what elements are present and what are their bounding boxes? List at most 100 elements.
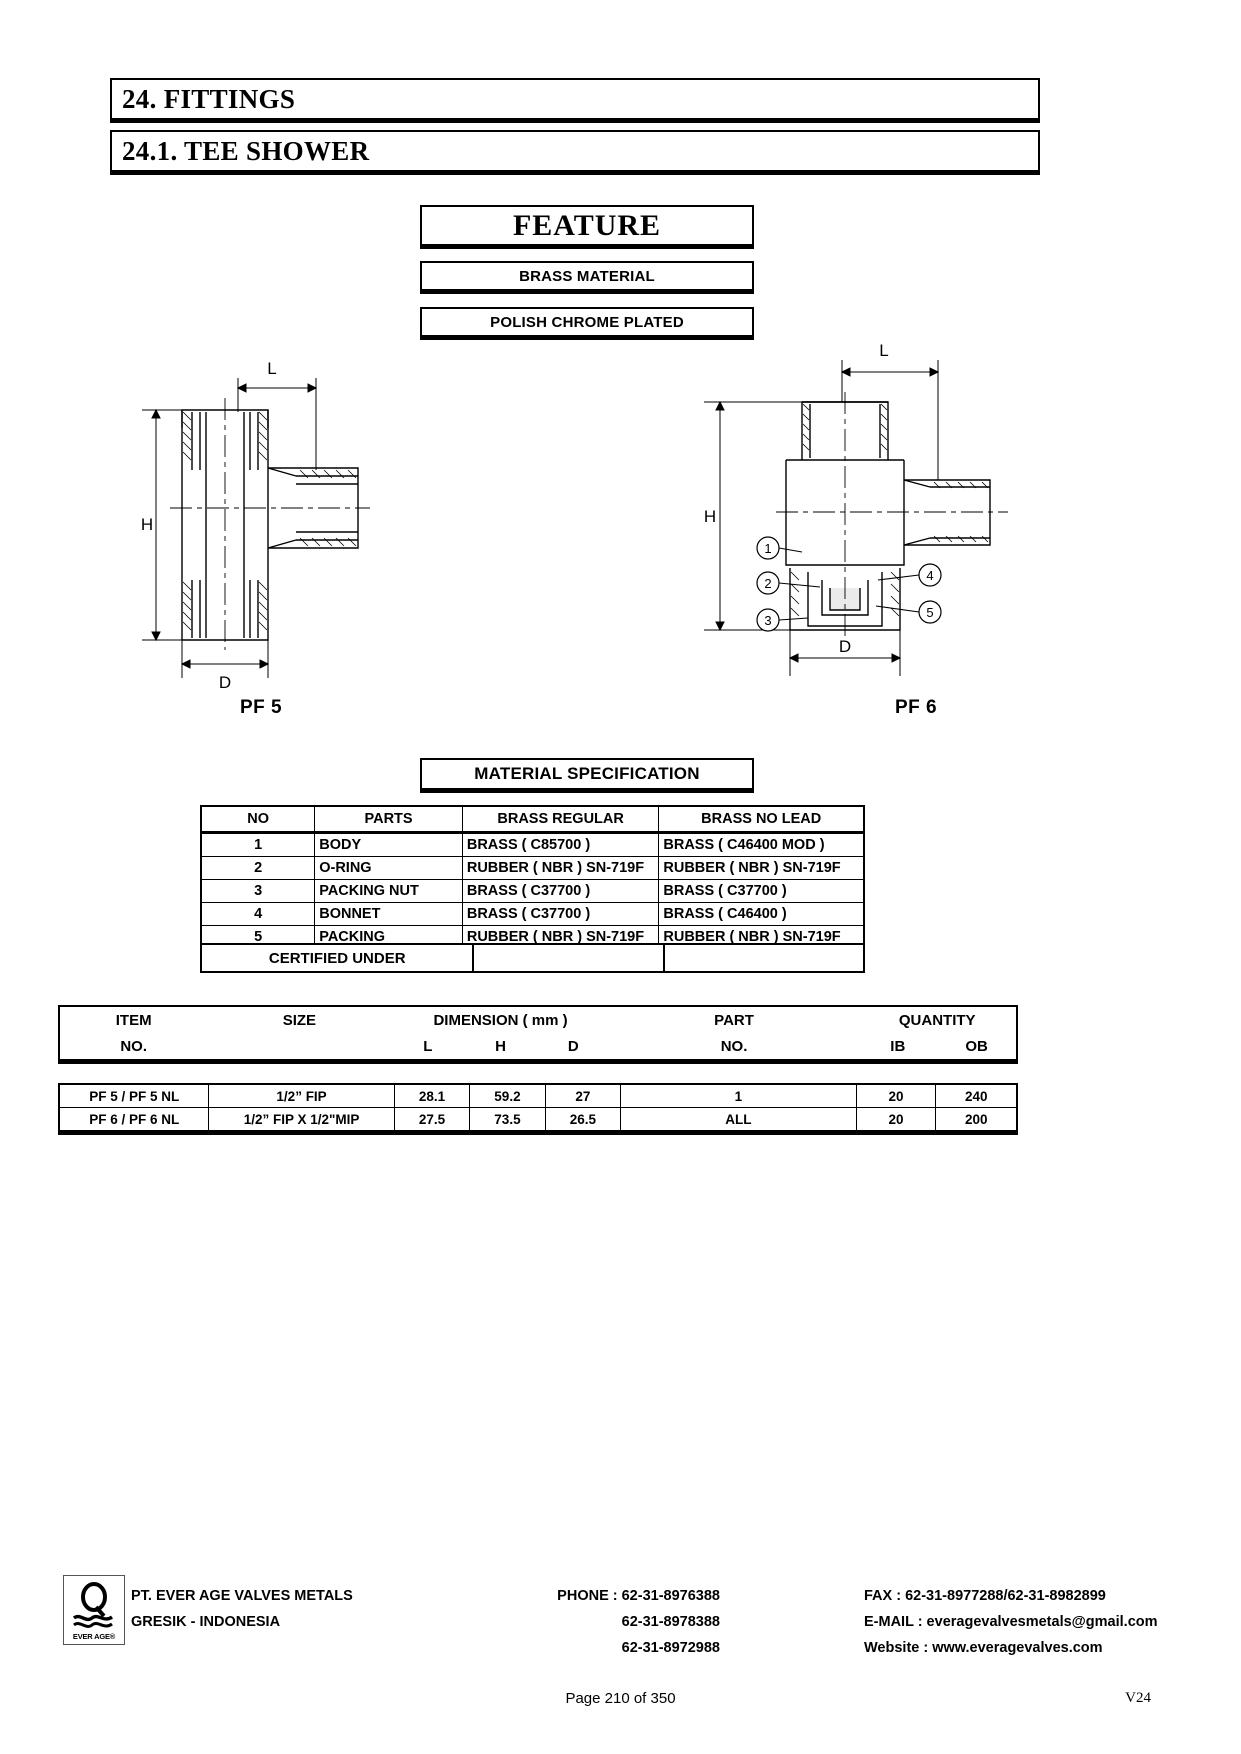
certified-under-nolead-value [662,943,866,973]
pf5-part-label: PF 5 [240,697,283,718]
cell-dim-d: 26.5 [544,1107,622,1131]
cell-dim-h: 73.5 [469,1107,546,1131]
pf6-dim-d-label: D [839,637,851,656]
material-specification-title-text: MATERIAL SPECIFICATION [474,764,700,783]
cell-no: 3 [200,879,316,903]
pf6-dim-l-label: L [879,341,888,360]
dimension-header-row-top: ITEM SIZE DIMENSION ( mm ) PART QUANTITY [59,1006,1017,1033]
col-header-no: NO [200,805,316,834]
page-number: Page 210 of 350 [565,1690,676,1707]
cell-brass-regular: BRASS ( C37700 ) [461,879,660,903]
cell-qty-ob: 200 [935,1107,1017,1131]
table-row: 2 O-RING RUBBER ( NBR ) SN-719F RUBBER (… [200,856,865,880]
company-logo: EVER AGE® [63,1575,125,1645]
dimension-table-header: ITEM SIZE DIMENSION ( mm ) PART QUANTITY… [58,1005,1018,1061]
feature-item-label: POLISH CHROME PLATED [490,313,684,331]
cell-brass-no-lead: BRASS ( C37700 ) [658,879,865,903]
cell-item-no: PF 6 / PF 6 NL [59,1107,210,1131]
cell-item-no: PF 5 / PF 5 NL [59,1084,210,1108]
table-row: PF 6 / PF 6 NL 1/2” FIP X 1/2"MIP 27.5 7… [59,1107,1017,1131]
dimension-table-wrapper: ITEM SIZE DIMENSION ( mm ) PART QUANTITY… [58,1005,1018,1132]
ever-age-logo-icon [72,1582,114,1628]
table-row: PF 5 / PF 5 NL 1/2” FIP 28.1 59.2 27 1 2… [59,1084,1017,1108]
certified-under-regular-value [472,943,665,973]
cell-part: BONNET [314,902,463,926]
col-header-brass-regular: BRASS REGULAR [461,805,660,834]
cell-dim-l: 28.1 [393,1084,471,1108]
cell-qty-ib: 20 [855,1084,937,1108]
cell-part: O-RING [314,856,463,880]
cell-brass-regular: BRASS ( C37700 ) [461,902,660,926]
material-table-header: NO PARTS BRASS REGULAR BRASS NO LEAD [200,805,865,834]
cell-no: 4 [200,902,316,926]
col-subheader-part-no: NO. [720,1037,748,1055]
technical-drawing-pf6: L H D [690,340,1020,690]
table-header-row: NO PARTS BRASS REGULAR BRASS NO LEAD [200,805,865,834]
col-subheader-ob: OB [965,1037,988,1055]
footer-website: Website : www.everagevalves.com [864,1640,1103,1656]
footer-company-name: PT. EVER AGE VALVES METALS [131,1588,353,1604]
certified-under-table: CERTIFIED UNDER [199,943,866,973]
cell-size: 1/2” FIP X 1/2"MIP [208,1107,395,1131]
cell-brass-regular: BRASS ( C85700 ) [461,832,660,857]
material-table-body: 1 BODY BRASS ( C85700 ) BRASS ( C46400 M… [200,832,865,951]
cell-brass-regular: RUBBER ( NBR ) SN-719F [461,856,660,880]
footer-company-location: GRESIK - INDONESIA [131,1614,281,1630]
col-subheader-item-no: NO. [120,1037,147,1055]
footer-phone-2: 62-31-8978388 [621,1614,720,1630]
col-subheader-ib: IB [890,1037,906,1055]
dimension-header-row-bottom: NO. L H D NO. IB OB [59,1033,1017,1060]
cell-qty-ob: 240 [935,1084,1017,1108]
cell-no: 2 [200,856,316,880]
col-subheader-d: D [567,1037,579,1055]
subchapter-heading-text: 24.1. TEE SHOWER [122,135,370,166]
certified-under-row: CERTIFIED UNDER [199,943,866,973]
pf6-svg: L H D [704,341,1008,676]
material-specification-table: NO PARTS BRASS REGULAR BRASS NO LEAD 1 B… [200,805,865,951]
footer-phone-1: PHONE : 62-31-8976388 [557,1588,720,1604]
cell-qty-ib: 20 [855,1107,937,1131]
footer-email: E-MAIL : everagevalvesmetals@gmail.com [864,1614,1158,1630]
cell-part: PACKING NUT [314,879,463,903]
feature-title-text: FEATURE [512,208,662,242]
document-version: V24 [1125,1690,1151,1706]
pf6-callout-3: 3 [764,613,771,628]
pf6-callout-4: 4 [926,568,933,583]
technical-drawing-pf5: L H D [120,350,520,692]
table-row: 4 BONNET BRASS ( C37700 ) BRASS ( C46400… [200,902,865,926]
footer-phone-block: PHONE : 62-31-8976388 62-31-8978388 62-3… [540,1583,720,1661]
feature-title-box: FEATURE [420,205,754,246]
company-logo-text: EVER AGE® [72,1632,116,1641]
pf6-callout-2: 2 [764,576,771,591]
cell-part-no: 1 [620,1084,857,1108]
col-header-item: ITEM [115,1011,152,1029]
pf5-dim-d-label: D [219,673,231,690]
subchapter-heading: 24.1. TEE SHOWER [110,130,1040,172]
cell-brass-no-lead: RUBBER ( NBR ) SN-719F [658,856,865,880]
footer-company-block: PT. EVER AGE VALVES METALS GRESIK - INDO… [131,1583,353,1635]
feature-item-polish-chrome-plated: POLISH CHROME PLATED [420,307,754,337]
feature-item-brass-material: BRASS MATERIAL [420,261,754,291]
cell-part: BODY [314,832,463,857]
feature-item-label: BRASS MATERIAL [519,267,655,285]
pf6-callout-1: 1 [764,541,771,556]
col-subheader-size [207,1033,391,1060]
footer-phone-3: 62-31-8972988 [621,1640,720,1656]
cell-brass-no-lead: BRASS ( C46400 MOD ) [658,832,865,857]
material-specification-title: MATERIAL SPECIFICATION [420,758,754,790]
pf6-part-label: PF 6 [895,697,938,718]
cell-dim-l: 27.5 [393,1107,471,1131]
col-header-quantity: QUANTITY [898,1011,976,1029]
col-header-size: SIZE [282,1011,317,1029]
cell-brass-no-lead: BRASS ( C46400 ) [658,902,865,926]
col-header-parts: PARTS [314,805,463,834]
dimension-table-body: PF 5 / PF 5 NL 1/2” FIP 28.1 59.2 27 1 2… [58,1083,1018,1132]
col-header-dimension: DIMENSION ( mm ) [433,1011,568,1029]
pf6-dim-h-label: H [704,507,716,526]
cell-dim-d: 27 [544,1084,622,1108]
chapter-heading-text: 24. FITTINGS [122,83,296,114]
pf5-dim-l-label: L [267,359,276,378]
cell-part-no: ALL [620,1107,857,1131]
pf6-callout-5: 5 [926,605,933,620]
